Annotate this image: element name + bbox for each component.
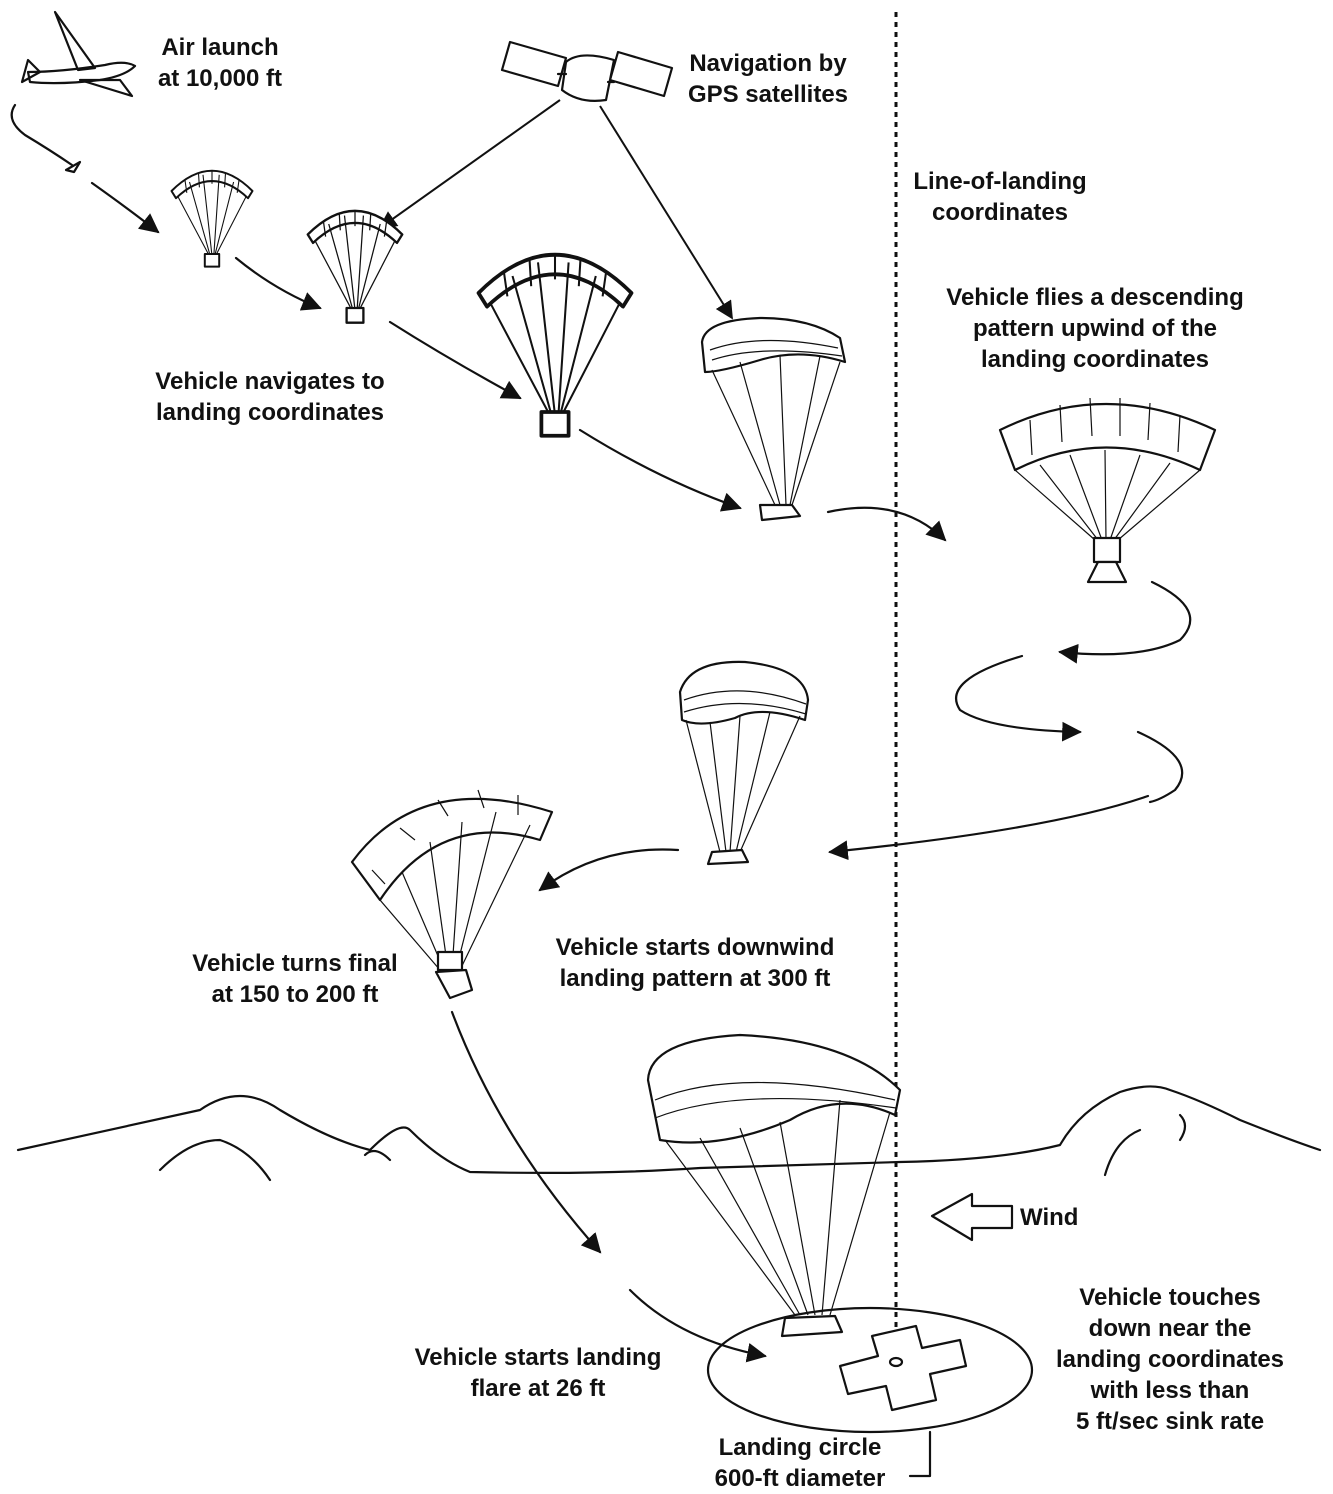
gps-signal-arrow-1 [380,100,560,228]
parafoil-4 [702,318,845,520]
label-wind: Wind [1020,1202,1110,1233]
airplane-icon [22,12,135,96]
wind-arrow-icon [932,1194,1012,1240]
parafoil-3 [479,254,632,436]
descent-curve-1 [1060,582,1190,654]
arrow-downwind-final [540,850,678,891]
label-touches: Vehicle touches down near the landing co… [1040,1282,1300,1437]
parafoil-8 [648,1035,900,1336]
arrow-4-5 [828,508,945,540]
satellite-icon [502,42,672,101]
parafoil-1 [172,170,253,266]
label-downwind: Vehicle starts downwind landing pattern … [525,932,865,994]
arrow-3-4 [580,430,740,508]
label-descending: Vehicle flies a descending pattern upwin… [920,282,1270,375]
arrow-1-2 [236,258,320,308]
descent-curve-4 [830,796,1148,852]
descent-curve-2 [956,656,1080,732]
label-gps: Navigation by GPS satellites [668,48,868,110]
arrow-final-approach [452,1012,600,1252]
parafoil-2 [308,210,403,322]
parafoil-6 [680,662,808,864]
label-air-launch: Air launch at 10,000 ft [140,32,300,94]
label-navigates: Vehicle navigates to landing coordinates [130,366,410,428]
descent-curve-3 [1138,732,1182,802]
label-landing-circle: Landing circle 600-ft diameter [690,1432,910,1494]
label-flare: Vehicle starts landing flare at 26 ft [388,1342,688,1404]
landing-target-icon [840,1326,966,1410]
label-turns-final: Vehicle turns final at 150 to 200 ft [160,948,430,1010]
launch-trail [12,105,72,165]
launch-arrow [92,183,158,232]
label-line-of-landing: Line-of-landing coordinates [890,166,1110,228]
parafoil-5 [1000,398,1215,582]
